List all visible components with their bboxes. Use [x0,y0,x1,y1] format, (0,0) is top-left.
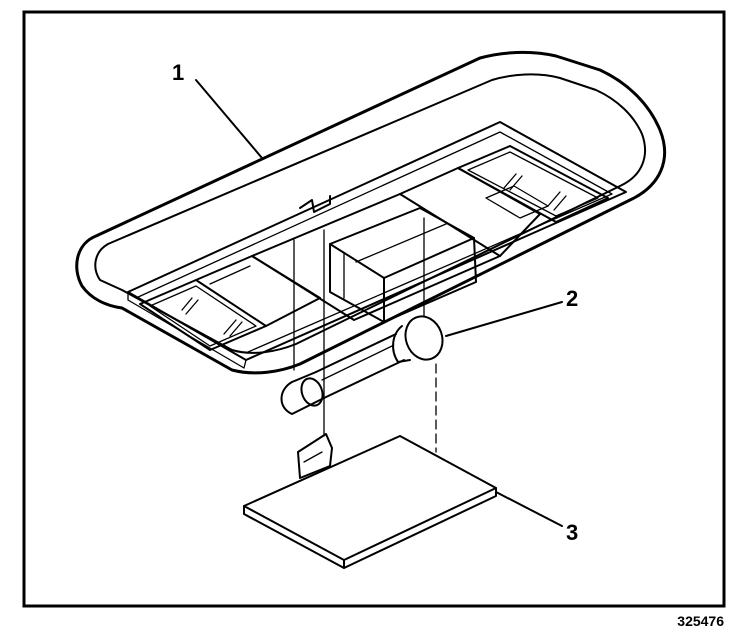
housing-rim-inner [94,73,646,354]
figure-frame [22,10,726,608]
callout-1: 1 [172,60,184,85]
lens-tab [297,433,333,479]
leader-line-1 [195,79,263,159]
housing-notch [299,195,331,213]
housing-tray [127,121,627,361]
assembly-guides [293,217,437,453]
figure-number: 325476 [677,613,724,629]
callout-3: 3 [566,520,578,545]
leader-line-3 [495,491,563,527]
left-compartment [195,255,321,327]
leader-line-2 [445,301,563,337]
housing-outer-rim [75,50,666,375]
lens [243,433,497,569]
housing-tray-lip [135,131,613,353]
bulb [280,315,444,415]
left-window [139,279,267,351]
right-compartment [399,167,541,257]
callout-2: 2 [566,286,578,311]
right-window [457,145,609,223]
left-compartment-edge [209,265,251,285]
dome-lamp-housing [75,50,666,375]
